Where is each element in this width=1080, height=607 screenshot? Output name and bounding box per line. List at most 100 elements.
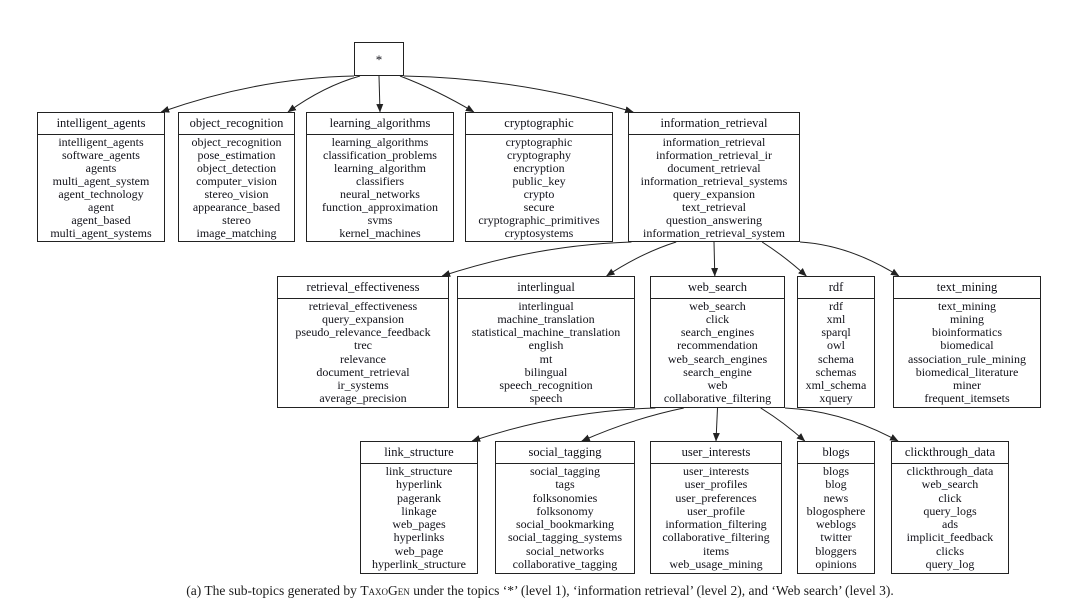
term: agent_technology — [58, 187, 144, 201]
term: stereo — [222, 213, 251, 227]
term: bloggers — [815, 543, 857, 558]
term: search_engine — [683, 364, 752, 379]
node-root[interactable]: * — [354, 42, 404, 76]
edge-information_retrieval-to-web_search — [711, 241, 719, 277]
term: classifiers — [356, 174, 404, 188]
term: collaborative_tagging — [512, 556, 618, 571]
node-title-blogs: blogs — [798, 442, 874, 464]
term: query_expansion — [673, 187, 755, 201]
edge-information_retrieval-to-rdf — [761, 241, 807, 277]
term: user_preferences — [675, 490, 757, 505]
term: multi_agent_system — [52, 174, 150, 188]
term: object_detection — [196, 161, 277, 175]
term: learning_algorithms — [331, 135, 429, 149]
term: rdf — [829, 299, 843, 314]
term: bioinformatics — [932, 325, 1002, 340]
term: information_retrieval — [662, 135, 766, 149]
term: association_rule_mining — [908, 351, 1026, 366]
term: neural_networks — [340, 187, 420, 201]
term: trec — [354, 338, 372, 353]
term: svms — [367, 213, 393, 227]
term: sparql — [821, 325, 851, 340]
term: items — [703, 543, 729, 558]
term: encryption — [513, 161, 565, 175]
term: clicks — [936, 543, 964, 558]
term: query_log — [925, 556, 975, 571]
edge-information_retrieval-to-text_mining — [799, 241, 900, 277]
caption-prefix: (a) The sub-topics generated by — [186, 583, 361, 598]
term: learning_algorithm — [334, 161, 426, 175]
node-title-cryptographic: cryptographic — [466, 113, 612, 135]
term: cryptographic — [505, 135, 573, 149]
term: miner — [953, 377, 981, 392]
term: appearance_based — [192, 200, 281, 214]
term: user_profiles — [684, 477, 748, 492]
term: ads — [942, 517, 958, 532]
node-title-interlingual: interlingual — [458, 277, 634, 299]
term: blogs — [822, 464, 849, 479]
term: recommendation — [677, 338, 758, 353]
term: classification_problems — [323, 148, 437, 162]
term: average_precision — [319, 390, 407, 405]
term: user_profile — [687, 503, 745, 518]
term: schemas — [815, 364, 857, 379]
term: twitter — [820, 530, 852, 545]
edge-information_retrieval-to-retrieval_effectiveness — [441, 241, 632, 277]
term: computer_vision — [196, 174, 277, 188]
term: search_engines — [680, 325, 755, 340]
term: interlingual — [518, 299, 574, 314]
term: document_retrieval — [667, 161, 761, 175]
term: text_mining — [938, 299, 996, 314]
edge-web_search-to-clickthrough_data — [784, 407, 899, 442]
term: web_search_engines — [667, 351, 768, 366]
term: xquery — [819, 390, 853, 405]
node-title-retrieval_effectiveness: retrieval_effectiveness — [278, 277, 448, 299]
term: social_networks — [526, 543, 604, 558]
term: information_retrieval_ir — [656, 148, 772, 162]
term: biomedical_literature — [915, 364, 1019, 379]
node-title-learning_algorithms: learning_algorithms — [307, 113, 453, 135]
term: crypto — [523, 187, 555, 201]
edge-root-to-cryptographic — [399, 75, 475, 113]
term: link_structure — [385, 464, 453, 479]
term: agent — [88, 200, 114, 214]
term: secure — [523, 200, 555, 214]
term: machine_translation — [497, 312, 595, 327]
edge-web_search-to-blogs — [760, 407, 806, 442]
term: kernel_machines — [339, 226, 421, 240]
term: clickthrough_data — [906, 464, 994, 479]
term: click — [938, 490, 962, 505]
edge-root-to-object_recognition — [287, 75, 361, 113]
node-title-information_retrieval: information_retrieval — [629, 113, 799, 135]
term: multi_agent_systems — [50, 226, 152, 240]
term: statistical_machine_translation — [471, 325, 621, 340]
term: biomedical — [940, 338, 994, 353]
node-title-text_mining: text_mining — [894, 277, 1040, 299]
term: tags — [555, 477, 575, 492]
term: speech — [529, 390, 563, 405]
